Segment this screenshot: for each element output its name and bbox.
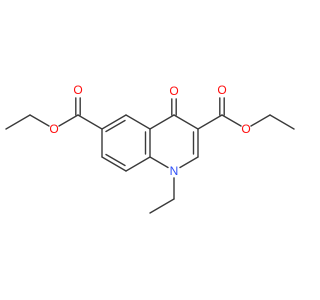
bond-c5-c6-double bbox=[105, 119, 126, 133]
atom-label-c3-carbonyl-oxygen: O bbox=[217, 83, 226, 97]
bond-c5-c6 bbox=[101, 114, 127, 130]
bonds bbox=[5, 97, 295, 214]
atom-label-ketone-oxygen: O bbox=[169, 84, 178, 98]
atom-label-c3-ester-oxygen: O bbox=[241, 122, 250, 136]
molecule-structure-diagram: O N O O O O bbox=[5, 83, 295, 214]
bond-c3-ester-o-ch2 bbox=[250, 114, 271, 127]
bond-c4-c4a bbox=[149, 114, 175, 130]
atom-label-c6-carbonyl-oxygen: O bbox=[73, 83, 82, 97]
bond-c6-ester-o-ch2 bbox=[29, 114, 50, 127]
bond-c3-carbonyl bbox=[197, 114, 223, 130]
atom-label-c6-ester-oxygen: O bbox=[49, 122, 58, 136]
bond-ethyl-ch2-ch3 bbox=[149, 198, 175, 214]
bond-c6-ester-ch2-ch3 bbox=[5, 114, 31, 130]
atom-labels: O N O O O O bbox=[49, 83, 250, 178]
bond-c6-carbonyl bbox=[77, 114, 103, 130]
bond-c6-ester-o bbox=[58, 114, 79, 127]
bond-c3-ester-o bbox=[221, 114, 242, 127]
molecule-svg: O N O O O O bbox=[5, 83, 295, 214]
bond-c7-c8 bbox=[101, 156, 127, 172]
bond-c4-c3 bbox=[173, 114, 199, 130]
bond-c8-c8a bbox=[125, 156, 151, 172]
bond-c7-c8-double bbox=[105, 153, 126, 167]
bond-c2-n1 bbox=[179, 156, 199, 169]
bond-c3-ester-ch2-ch3 bbox=[269, 114, 295, 130]
atom-label-ring-nitrogen: N bbox=[170, 164, 179, 178]
bond-c4a-c5 bbox=[125, 114, 151, 130]
bond-n1-c8a bbox=[149, 156, 169, 169]
